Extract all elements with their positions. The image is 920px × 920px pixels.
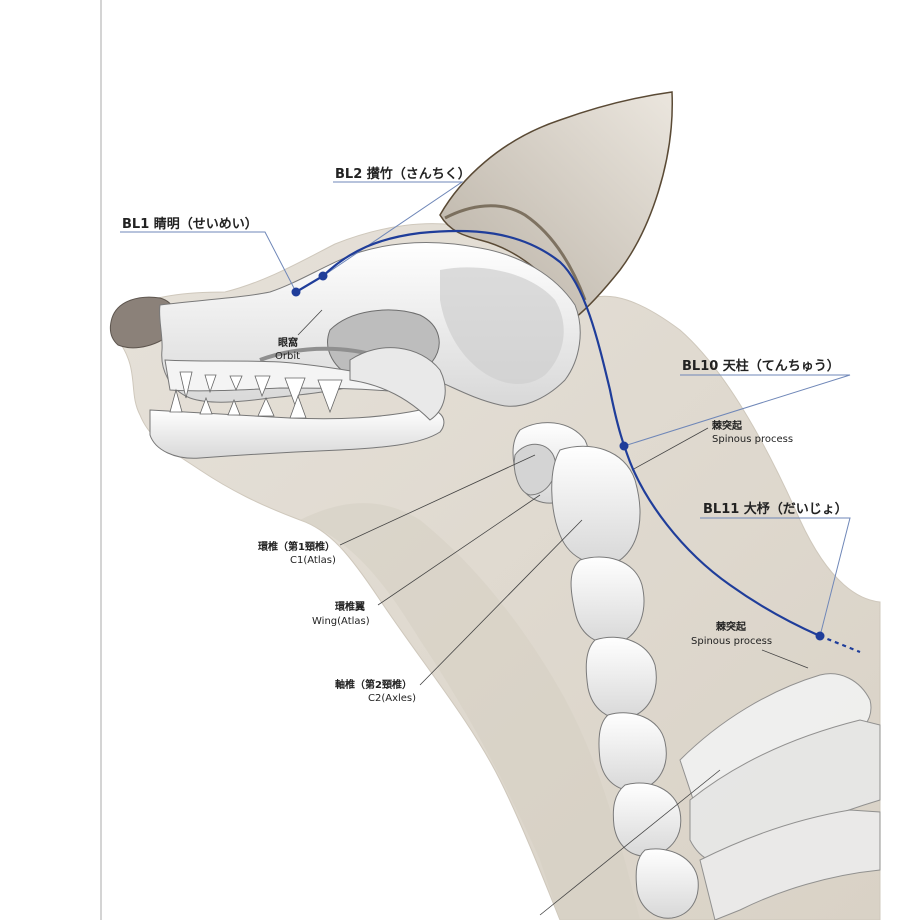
label-bl2: BL2 攅竹（さんちく）: [335, 166, 471, 182]
label-bl1: BL1 睛明（せいめい）: [122, 216, 258, 232]
leader-spinous2: [761, 649, 809, 669]
leader-bl10: [623, 374, 851, 447]
point-bl2-dot[interactable]: [318, 271, 328, 281]
bladder-meridian-continuation: [819, 634, 861, 654]
lower-teeth: [169, 388, 307, 419]
point-leaders: [120, 181, 851, 637]
neck-shadow: [300, 503, 640, 920]
dog-head-neck-body: [117, 223, 881, 920]
label-orbit-en: Orbit: [275, 351, 300, 362]
label-orbit-ja: 眼窩: [278, 336, 298, 349]
cervical-spine: [512, 422, 699, 919]
label-bl10: BL10 天柱（てんちゅう）: [682, 358, 840, 374]
vertebra-c7: [635, 848, 699, 919]
ear: [439, 91, 673, 320]
leader-atlas: [339, 454, 536, 546]
leader-wing: [377, 494, 541, 606]
label-wing-ja: 環椎翼: [335, 600, 365, 613]
label-axis-ja: 軸椎（第2頸椎）: [335, 678, 412, 691]
label-wing-en: Wing(Atlas): [312, 616, 370, 627]
cranium-shadow: [440, 267, 564, 385]
leader-bl11: [700, 517, 851, 637]
leader-spinous1: [631, 427, 709, 471]
vertebra-c6: [612, 782, 682, 857]
leader-orbit: [297, 309, 323, 336]
atlas-wing: [513, 443, 556, 496]
label-bl11: BL11 大杼（だいじょ）: [703, 501, 848, 517]
point-bl11-dot[interactable]: [815, 631, 825, 641]
label-atlas-ja: 環椎（第1頸椎）: [258, 540, 335, 553]
label-spinous2-en: Spinous process: [691, 636, 772, 647]
ear-inner-edge: [444, 204, 587, 301]
point-bl1-dot[interactable]: [291, 287, 301, 297]
label-spinous1-en: Spinous process: [712, 434, 793, 445]
label-atlas-en: C1(Atlas): [290, 555, 336, 566]
point-bl10-dot[interactable]: [619, 441, 629, 451]
label-axis-en: C2(Axles): [368, 693, 416, 704]
shoulder-bones: [679, 673, 881, 920]
bladder-meridian-line: [295, 229, 821, 638]
label-spinous1-ja: 棘突起: [712, 419, 743, 432]
rib-1: [699, 809, 881, 920]
leader-axis: [419, 519, 583, 686]
axis-vertebra: [551, 445, 641, 565]
upper-teeth: [179, 371, 343, 414]
coronoid-process: [349, 347, 446, 421]
leader-bottom: [539, 769, 721, 916]
vertebra-c4: [585, 636, 657, 720]
leader-bl1: [120, 231, 297, 293]
mandible: [149, 408, 445, 459]
anatomy-leaders: [297, 309, 809, 916]
label-spinous2-ja: 棘突起: [716, 620, 747, 633]
